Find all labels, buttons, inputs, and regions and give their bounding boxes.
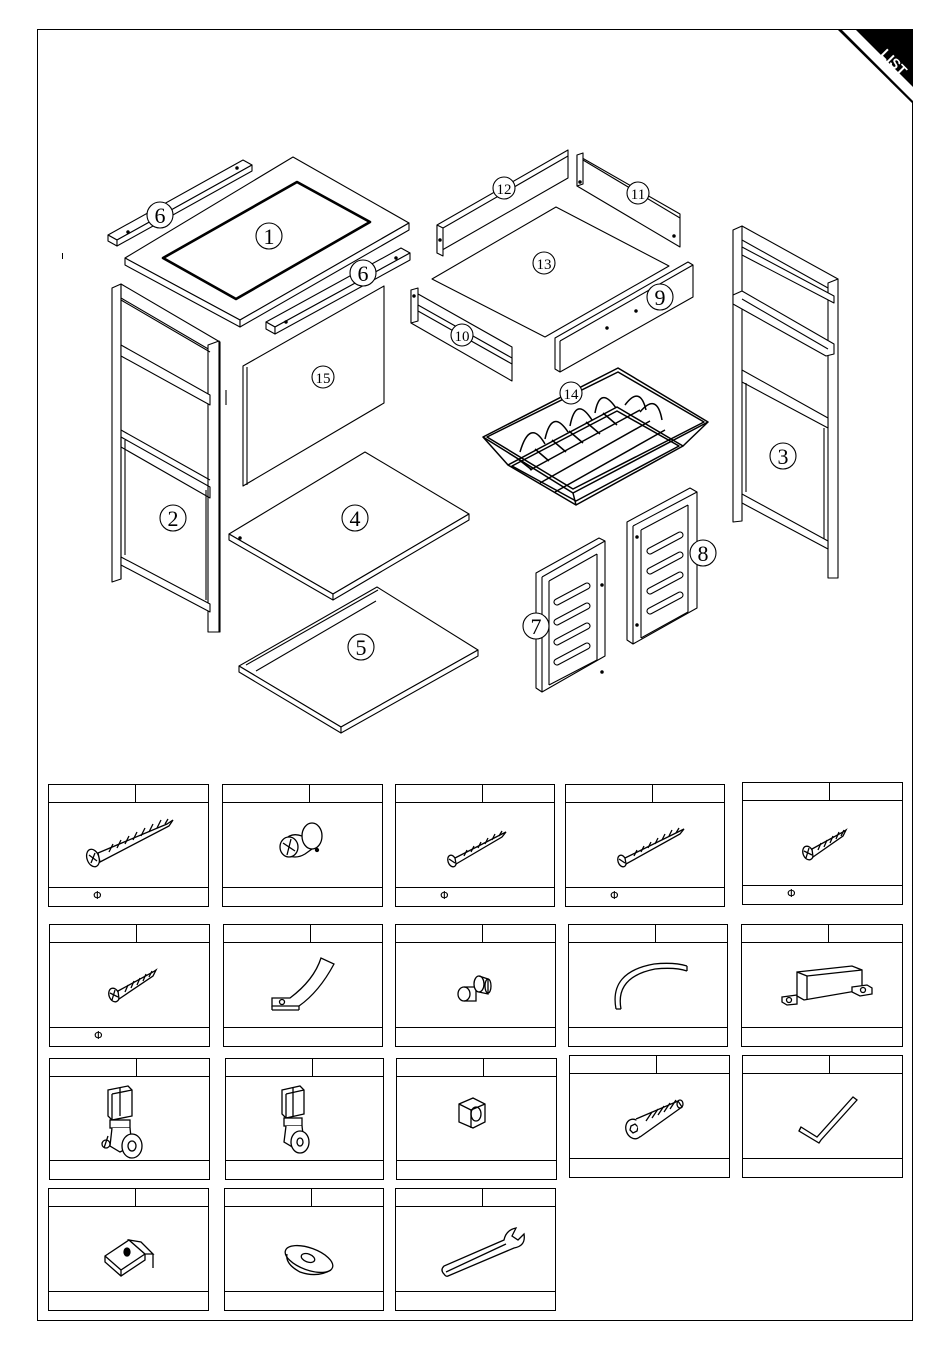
hardware-cell-3: Φ	[395, 784, 555, 907]
svg-text:2: 2	[168, 506, 179, 531]
callout-part-2: 2	[160, 505, 186, 531]
hardware-cell-12	[225, 1058, 384, 1180]
svg-text:6: 6	[358, 261, 369, 286]
svg-text:11: 11	[631, 187, 645, 203]
hardware-spec-6: Φ	[94, 1029, 103, 1042]
svg-text:14: 14	[564, 387, 580, 403]
hardware-cell-8	[395, 924, 556, 1047]
hardware-spec-1: Φ	[93, 889, 102, 902]
callout-part-10: 10	[451, 324, 473, 346]
hardware-cell-4: Φ	[565, 784, 725, 907]
wrench-icon	[396, 1206, 555, 1292]
part-2-left-side-frame	[112, 284, 226, 632]
hardware-cell-6: Φ	[49, 924, 210, 1047]
svg-text:9: 9	[655, 285, 666, 310]
short-screw-icon	[50, 942, 209, 1028]
hardware-spec-3: Φ	[440, 889, 449, 902]
part-8-door	[627, 488, 697, 644]
washer-plate-icon	[225, 1206, 383, 1292]
svg-text:3: 3	[778, 444, 789, 469]
hardware-spec-4: Φ	[610, 889, 619, 902]
callout-part-5: 5	[348, 634, 374, 660]
callout-part-13: 13	[533, 252, 555, 274]
hardware-spec-5: Φ	[787, 887, 796, 900]
hardware-cell-2	[222, 784, 383, 907]
wood-screw-icon	[396, 802, 554, 888]
callout-part-8: 8	[690, 540, 716, 566]
part-14-wire-basket	[483, 368, 708, 505]
callout-part-7: 7	[523, 613, 549, 639]
hardware-cell-14	[569, 1055, 730, 1178]
magnetic-catch-icon	[742, 942, 902, 1028]
svg-text:5: 5	[356, 635, 367, 660]
callout-part-4: 4	[342, 505, 368, 531]
long-wood-screw-icon	[49, 802, 208, 888]
hardware-cell-10	[741, 924, 903, 1047]
hex-nut-icon	[397, 1076, 556, 1162]
hardware-cell-5: Φ	[742, 782, 903, 905]
callout-part-1: 1	[256, 223, 282, 249]
svg-text:15: 15	[316, 371, 331, 387]
hardware-cell-15	[742, 1055, 903, 1178]
callout-part-14: 14	[560, 382, 582, 404]
svg-text:8: 8	[698, 541, 709, 566]
svg-text:12: 12	[497, 182, 512, 198]
knob-icon	[396, 942, 555, 1028]
hardware-cell-7	[223, 924, 383, 1047]
part-7-door	[536, 538, 605, 692]
hardware-cell-11	[49, 1058, 210, 1180]
svg-text:4: 4	[350, 506, 361, 531]
callout-part-15: 15	[312, 366, 334, 388]
svg-text:7: 7	[531, 614, 542, 639]
caster-icon	[226, 1076, 383, 1162]
curved-handle-icon	[569, 942, 727, 1028]
exploded-view-diagram: 1 2 3 4 5 6 6 7	[0, 0, 950, 780]
corner-block-icon	[49, 1206, 208, 1292]
hardware-cell-18	[395, 1188, 556, 1311]
svg-text:1: 1	[264, 224, 275, 249]
callout-part-11: 11	[627, 182, 649, 204]
allen-key-icon	[743, 1073, 902, 1159]
svg-text:10: 10	[455, 329, 470, 345]
hardware-cell-17	[224, 1188, 384, 1311]
hardware-cell-9	[568, 924, 728, 1047]
callout-part-9: 9	[647, 284, 673, 310]
socket-bolt-icon	[570, 1073, 729, 1159]
hardware-cell-16	[48, 1188, 209, 1311]
callout-part-6-front: 6	[350, 260, 376, 286]
wood-screw-icon	[566, 802, 724, 888]
curved-bracket-icon	[224, 942, 382, 1028]
callout-part-12: 12	[493, 177, 515, 199]
hardware-cell-1: Φ	[48, 784, 209, 907]
svg-text:6: 6	[155, 203, 166, 228]
callout-part-3: 3	[770, 443, 796, 469]
callout-part-6-back: 6	[147, 202, 173, 228]
short-screw-icon	[743, 800, 902, 886]
svg-text:13: 13	[537, 257, 552, 273]
cam-lock-icon	[223, 802, 382, 888]
locking-caster-icon	[50, 1076, 209, 1162]
hardware-cell-13	[396, 1058, 557, 1180]
part-3-right-side-frame	[733, 226, 838, 578]
